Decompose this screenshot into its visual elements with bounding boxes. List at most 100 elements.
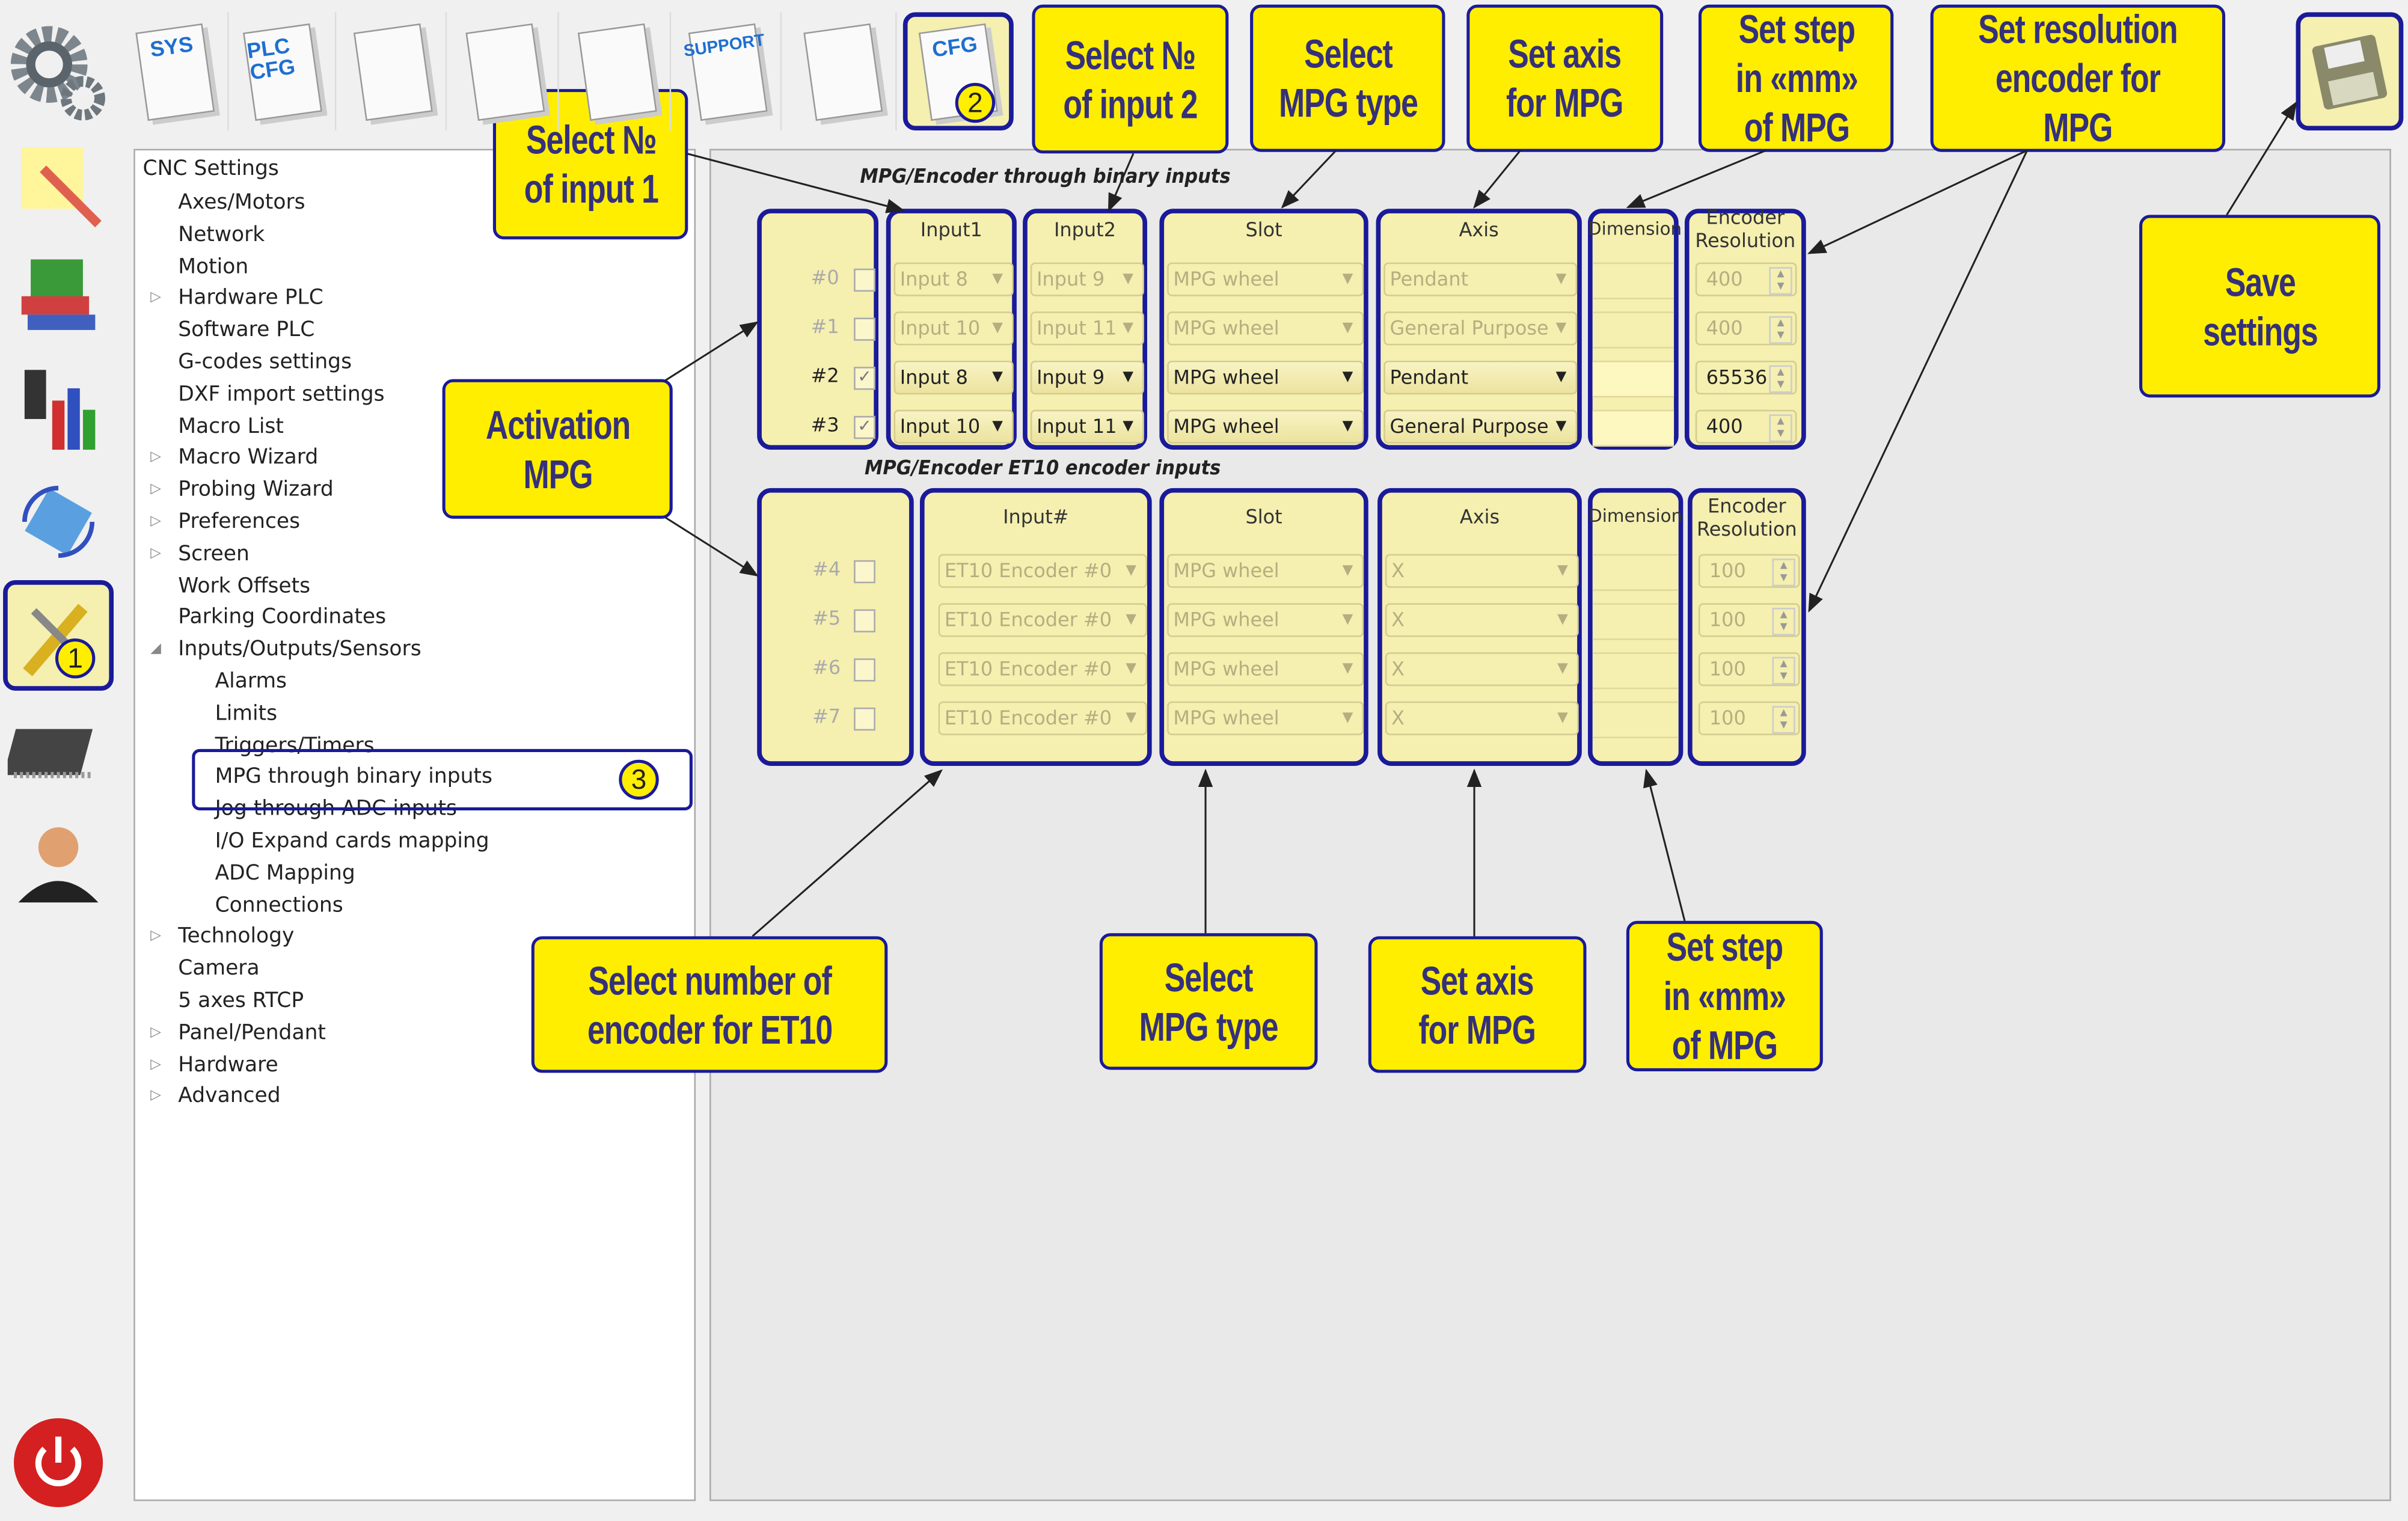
power-off-button[interactable] [3,1409,114,1517]
resolution-spinbox[interactable]: 400▲▼ [1695,311,1797,346]
tree-item[interactable]: Network [178,222,265,247]
dropdown[interactable]: Pendant▼ [1383,262,1578,296]
dropdown[interactable]: ET10 Encoder #0▼ [938,652,1147,687]
dimension-field[interactable] [1592,603,1679,640]
save-button[interactable] [2296,12,2404,131]
dimension-field[interactable] [1592,554,1679,591]
dropdown[interactable]: Pendant▼ [1383,360,1578,395]
tree-item[interactable]: Screen [178,541,250,566]
enable-checkbox[interactable] [854,707,875,731]
resolution-spinbox[interactable]: 400▲▼ [1695,262,1797,296]
resolution-spinbox[interactable]: 100▲▼ [1698,554,1800,588]
tree-item[interactable]: I/O Expand cards mapping [215,828,489,854]
dropdown[interactable]: MPG wheel▼ [1167,360,1364,395]
tree-item[interactable]: Axes/Motors [178,190,305,215]
sidebar-tools-chart[interactable] [3,356,114,464]
tree-item[interactable]: Technology [178,924,295,949]
toolbar-button[interactable] [341,12,447,131]
toolbar-button[interactable] [453,12,559,131]
spin-arrows-icon[interactable]: ▲▼ [1769,267,1792,295]
toolbar-button[interactable] [565,12,672,131]
dropdown[interactable]: Input 10▼ [893,409,1014,444]
dimension-field[interactable] [1592,360,1674,398]
dropdown[interactable]: ET10 Encoder #0▼ [938,603,1147,637]
tree-expander-icon[interactable]: ▷ [150,1056,161,1073]
dropdown[interactable]: General Purpose▼ [1383,311,1578,346]
dropdown[interactable]: Input 8▼ [893,262,1014,296]
resolution-spinbox[interactable]: 65536▲▼ [1695,360,1797,395]
tree-item[interactable]: Camera [178,956,260,981]
dimension-field[interactable] [1592,311,1674,349]
tree-item[interactable]: Probing Wizard [178,477,334,503]
tree-item[interactable]: Preferences [178,509,301,534]
dropdown[interactable]: Input 9▼ [1030,360,1144,395]
tree-item[interactable]: G-codes settings [178,350,352,375]
toolbar-button[interactable]: SYS [123,12,229,131]
dropdown[interactable]: MPG wheel▼ [1167,652,1364,687]
dropdown[interactable]: X▼ [1385,554,1579,588]
tree-expander-icon[interactable]: ▷ [150,482,161,498]
sidebar-hardware-chip[interactable] [3,699,114,806]
dropdown[interactable]: General Purpose▼ [1383,409,1578,444]
enable-checkbox[interactable] [854,317,875,341]
dropdown[interactable]: ET10 Encoder #0▼ [938,701,1147,735]
dropdown[interactable]: Input 11▼ [1030,409,1144,444]
tree-item[interactable]: Triggers/Timers [215,733,375,758]
sidebar-books[interactable] [3,242,114,350]
spin-arrows-icon[interactable]: ▲▼ [1772,706,1795,734]
tree-item[interactable]: Advanced [178,1084,281,1109]
sidebar-user[interactable] [3,806,114,913]
tree-item[interactable]: Macro List [178,414,284,439]
dropdown[interactable]: Input 10▼ [893,311,1014,346]
dimension-field[interactable] [1592,409,1674,447]
tree-expander-icon[interactable]: ◢ [150,641,161,658]
tree-item[interactable]: Software PLC [178,317,315,343]
tree-item[interactable]: 5 axes RTCP [178,988,304,1013]
tree-item[interactable]: Work Offsets [178,573,311,598]
dropdown[interactable]: Input 9▼ [1030,262,1144,296]
tree-item[interactable]: Hardware [178,1052,278,1077]
tree-expander-icon[interactable]: ▷ [150,929,161,945]
tree-item[interactable]: Limits [215,701,278,726]
dropdown[interactable]: X▼ [1385,701,1579,735]
dropdown[interactable]: ET10 Encoder #0▼ [938,554,1147,588]
resolution-spinbox[interactable]: 400▲▼ [1695,409,1797,444]
tree-expander-icon[interactable]: ▷ [150,1024,161,1041]
spin-arrows-icon[interactable]: ▲▼ [1772,559,1795,587]
tree-item[interactable]: Connections [215,892,343,917]
tree-item[interactable]: MPG through binary inputs [215,765,492,790]
spin-arrows-icon[interactable]: ▲▼ [1769,316,1792,344]
enable-checkbox[interactable]: ✓ [854,367,875,390]
tree-item[interactable]: Inputs/Outputs/Sensors [178,637,421,662]
toolbar-button[interactable] [791,12,897,131]
tree-item[interactable]: ADC Mapping [215,860,355,886]
dropdown[interactable]: MPG wheel▼ [1167,262,1364,296]
settings-gears-icon[interactable] [3,16,114,130]
tree-item[interactable]: Motion [178,254,249,279]
resolution-spinbox[interactable]: 100▲▼ [1698,603,1800,637]
tree-expander-icon[interactable]: ▷ [150,290,161,307]
dimension-field[interactable] [1592,701,1679,738]
tree-item[interactable]: Parking Coordinates [178,605,387,630]
dropdown[interactable]: MPG wheel▼ [1167,603,1364,637]
tree-expander-icon[interactable]: ▷ [150,514,161,530]
dimension-field[interactable] [1592,262,1674,299]
enable-checkbox[interactable] [854,268,875,292]
sidebar-mycnc-sync[interactable] [3,468,114,576]
dropdown[interactable]: Input 11▼ [1030,311,1144,346]
dropdown[interactable]: X▼ [1385,652,1579,687]
spin-arrows-icon[interactable]: ▲▼ [1769,365,1792,393]
spin-arrows-icon[interactable]: ▲▼ [1772,607,1795,635]
dropdown[interactable]: MPG wheel▼ [1167,311,1364,346]
sidebar-edit-pencil[interactable] [3,130,114,238]
dropdown[interactable]: MPG wheel▼ [1167,701,1364,735]
tree-expander-icon[interactable]: ▷ [150,1089,161,1104]
dropdown[interactable]: Input 8▼ [893,360,1014,395]
tree-expander-icon[interactable]: ▷ [150,450,161,466]
tree-item[interactable]: Hardware PLC [178,286,323,311]
spin-arrows-icon[interactable]: ▲▼ [1769,414,1792,442]
tree-item[interactable]: Alarms [215,669,287,694]
sidebar-settings-wrench[interactable] [3,580,114,691]
enable-checkbox[interactable] [854,609,875,632]
enable-checkbox[interactable] [854,658,875,682]
